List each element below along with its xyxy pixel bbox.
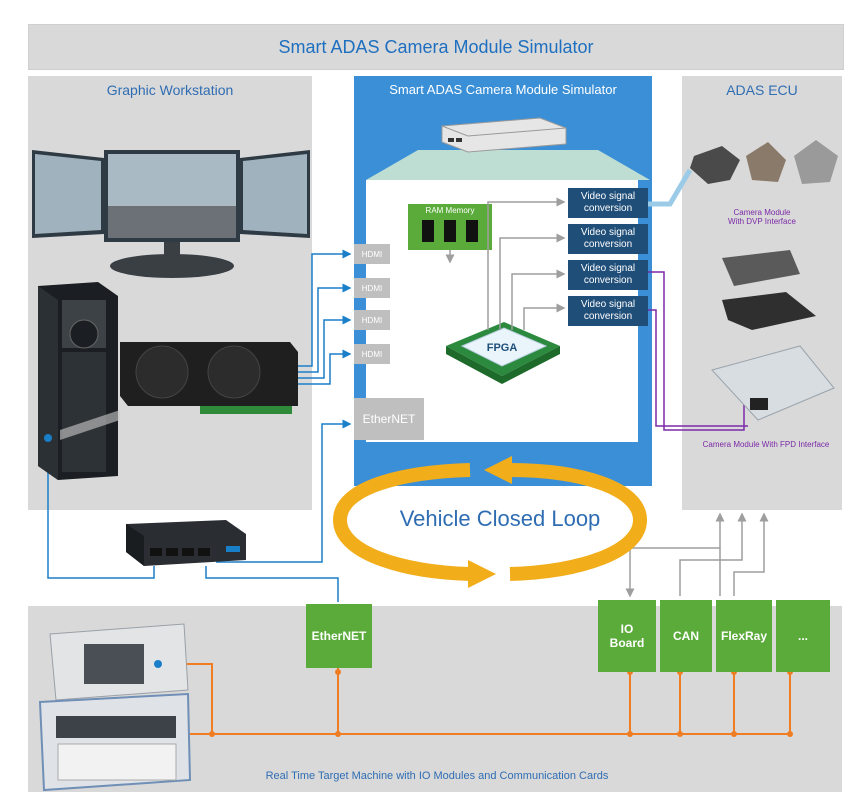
adas-ecu-title: ADAS ECU <box>726 82 798 98</box>
fpd-camera-label: Camera Module With FPD Interface <box>702 440 830 449</box>
hdmi-port-2: HDMI <box>354 278 390 298</box>
ram-memory-label: RAM Memory <box>425 206 475 215</box>
dvp-camera-label: Camera Module With DVP Interface <box>728 208 796 226</box>
video-conversion-4: Video signal conversion <box>568 296 648 326</box>
hdmi-port-3: HDMI <box>354 310 390 330</box>
hdmi-port-1: HDMI <box>354 244 390 264</box>
video-conversion-3: Video signal conversion <box>568 260 648 290</box>
closed-loop-label: Vehicle Closed Loop <box>399 506 601 531</box>
can-card: CAN <box>660 600 712 672</box>
hdmi-port-4: HDMI <box>354 344 390 364</box>
simulator-ethernet-box: EtherNET <box>354 398 424 440</box>
bottom-caption: Real Time Target Machine with IO Modules… <box>265 770 609 782</box>
flexray-card: FlexRay <box>716 600 772 672</box>
video-conversion-2: Video signal conversion <box>568 224 648 254</box>
more-card: ... <box>776 600 830 672</box>
bottom-ethernet-card: EtherNET <box>306 604 372 668</box>
ram-memory-module: RAM Memory <box>408 204 492 250</box>
fpga-label: FPGA <box>486 342 518 354</box>
simulator-title: Smart ADAS Camera Module Simulator <box>389 82 617 97</box>
video-conversion-1: Video signal conversion <box>568 188 648 218</box>
io-board-card: IO Board <box>598 600 656 672</box>
graphic-workstation-title: Graphic Workstation <box>106 82 234 98</box>
main-title: Smart ADAS Camera Module Simulator <box>28 24 844 70</box>
